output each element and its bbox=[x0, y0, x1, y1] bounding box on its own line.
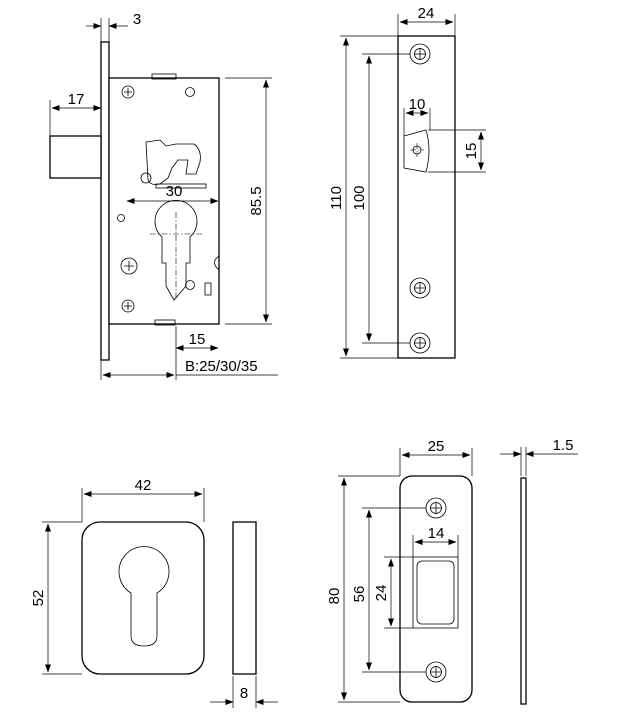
dim-faceplate-hole-spacing: 100 bbox=[351, 53, 410, 344]
dim-text-17: 17 bbox=[68, 91, 85, 108]
dim-strike-hole-spacing: 56 bbox=[351, 507, 426, 673]
lock-latch-slot bbox=[155, 183, 207, 189]
lock-small-slot bbox=[204, 282, 212, 296]
strike-plate-body bbox=[399, 475, 473, 703]
lock-hole-top-right bbox=[185, 87, 195, 97]
dim-escutcheon-thickness: 8 bbox=[210, 676, 278, 708]
escutcheon-keyhole bbox=[118, 546, 170, 647]
dim-text-8: 8 bbox=[240, 685, 248, 702]
escutcheon-view: 42 52 8 bbox=[30, 477, 278, 708]
lock-small-hole-left bbox=[117, 214, 125, 222]
lock-screw-top bbox=[121, 85, 135, 99]
lock-body-view: 3 17 30 85.5 15 bbox=[49, 11, 278, 380]
lock-hole-bottom-right bbox=[185, 280, 195, 290]
dim-bolt-projection: 17 bbox=[49, 91, 102, 136]
dim-text-100: 100 bbox=[351, 185, 368, 210]
escutcheon-side bbox=[232, 521, 257, 675]
dim-text-backset: B:25/30/35 bbox=[185, 358, 258, 375]
dim-faceplate-width: 24 bbox=[397, 5, 456, 36]
dim-opening-width: 14 bbox=[412, 525, 459, 557]
escutcheon-plate bbox=[81, 521, 205, 675]
strike-opening-outer bbox=[412, 556, 459, 629]
dim-text-15-slot: 15 bbox=[463, 143, 480, 160]
strike-plate-view: 25 1.5 14 80 56 bbox=[326, 437, 578, 705]
faceplate-body bbox=[397, 35, 456, 359]
dim-text-1-5: 1.5 bbox=[553, 437, 574, 454]
dim-slot-height: 15 bbox=[428, 129, 486, 173]
dim-lock-height: 85.5 bbox=[225, 77, 272, 325]
dim-text-3: 3 bbox=[133, 11, 141, 28]
lock-bottom-notch bbox=[154, 319, 176, 326]
faceplate-hole-mid bbox=[409, 277, 431, 299]
dim-faceplate-thickness: 3 bbox=[86, 11, 141, 42]
strike-side-profile bbox=[520, 477, 527, 705]
dim-escutcheon-width: 42 bbox=[81, 477, 205, 522]
lock-screw-mid bbox=[120, 257, 138, 275]
lock-top-notch bbox=[151, 73, 177, 80]
dim-cylinder-width: 30 bbox=[126, 183, 219, 204]
dim-faceplate-length: 110 bbox=[328, 35, 398, 359]
dim-strike-thickness: 1.5 bbox=[500, 437, 578, 476]
dim-text-24-face: 24 bbox=[418, 5, 435, 22]
dim-text-52: 52 bbox=[30, 590, 47, 607]
dim-strike-width: 25 bbox=[399, 438, 473, 476]
dim-text-56: 56 bbox=[351, 586, 368, 603]
dim-text-42: 42 bbox=[135, 477, 152, 494]
dim-text-24-opening: 24 bbox=[373, 585, 390, 602]
dim-text-25: 25 bbox=[428, 438, 445, 455]
dim-slot-width: 10 bbox=[403, 96, 431, 136]
dim-text-14: 14 bbox=[428, 525, 445, 542]
dim-text-85-5: 85.5 bbox=[248, 186, 265, 215]
dim-text-10: 10 bbox=[409, 96, 426, 113]
dim-strike-length: 80 bbox=[326, 475, 400, 703]
dim-text-15-latch: 15 bbox=[189, 331, 206, 348]
dim-text-80: 80 bbox=[326, 588, 343, 605]
dim-opening-height: 24 bbox=[373, 556, 413, 629]
strike-opening-inner bbox=[416, 560, 455, 625]
lock-side-notch bbox=[214, 255, 220, 271]
lock-faceplate-strip bbox=[100, 41, 110, 361]
dim-backset: B:25/30/35 bbox=[100, 352, 278, 380]
lock-latch-pivot bbox=[140, 172, 152, 184]
dim-escutcheon-height: 52 bbox=[30, 521, 82, 675]
faceplate-view: 24 110 100 10 15 bbox=[328, 5, 486, 359]
lock-bolt bbox=[49, 135, 102, 179]
lock-screw-bottom bbox=[121, 299, 135, 313]
dim-text-110: 110 bbox=[328, 186, 345, 210]
dim-latch-offset: 15 bbox=[175, 326, 219, 352]
lock-hook-latch bbox=[145, 139, 201, 185]
faceplate-latch-slot bbox=[403, 129, 430, 173]
dim-text-30: 30 bbox=[166, 183, 183, 200]
